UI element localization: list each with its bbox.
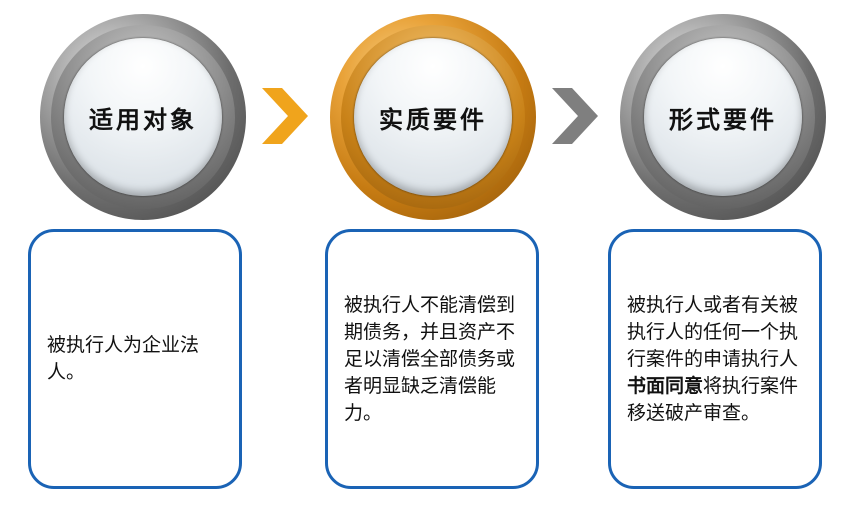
highlight-text: 书面同意 — [627, 374, 704, 397]
chevron-right-icon — [552, 88, 598, 144]
description-box-formal-requirements: 被执行人或者有关被执行人的任何一个执行案件的申请执行人书面同意将执行案件移送破产… — [608, 229, 822, 489]
step-circle-substantive-requirements: 实质要件 — [330, 14, 536, 220]
description-text: 被执行人不能清偿到期债务，并且资产不足以清偿全部债务或者明显缺乏清偿能力。 — [344, 293, 516, 424]
chevron-right-icon — [262, 88, 308, 144]
description-text: 被执行人或者有关被执行人的任何一个执行案件的申请执行人书面同意将执行案件移送破产… — [627, 293, 799, 424]
description-box-applicable-object: 被执行人为企业法人。 — [28, 229, 242, 489]
step-title: 适用对象 — [89, 104, 197, 134]
step-circle-applicable-object: 适用对象 — [40, 14, 246, 220]
step-title: 形式要件 — [669, 104, 777, 134]
description-box-substantive-requirements: 被执行人不能清偿到期债务，并且资产不足以清偿全部债务或者明显缺乏清偿能力。 — [325, 229, 539, 489]
step-circle-formal-requirements: 形式要件 — [620, 14, 826, 220]
description-text: 被执行人为企业法人。 — [47, 334, 200, 383]
step-title: 实质要件 — [379, 104, 487, 134]
